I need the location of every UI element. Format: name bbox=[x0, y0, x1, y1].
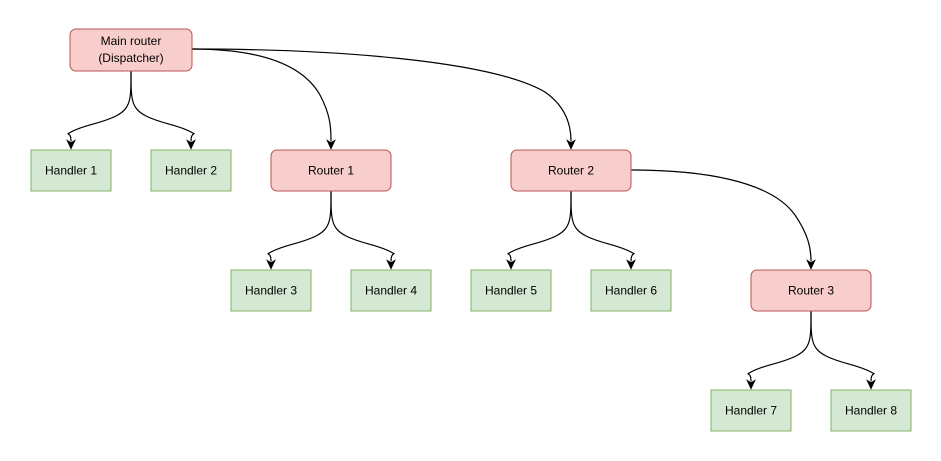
edge-router-3-to-handler-8[interactable] bbox=[810, 310, 876, 390]
handler-box bbox=[230, 269, 312, 312]
node-handler-8[interactable]: Handler 8 bbox=[830, 389, 912, 432]
arrow-head-icon bbox=[186, 139, 196, 150]
handler-box bbox=[350, 269, 432, 312]
handler-box bbox=[710, 389, 792, 432]
node-label: Handler 1 bbox=[45, 164, 97, 178]
edge-line bbox=[191, 48, 572, 142]
arrow-head-icon bbox=[66, 139, 76, 150]
handler-box bbox=[150, 149, 232, 192]
edge-line bbox=[507, 190, 572, 262]
edge-main-router-to-handler-1[interactable] bbox=[66, 70, 132, 150]
node-label: Router 3 bbox=[788, 284, 834, 298]
edge-line bbox=[191, 48, 332, 142]
node-label: Handler 5 bbox=[485, 284, 537, 298]
node-handler-3[interactable]: Handler 3 bbox=[230, 269, 312, 312]
arrow-head-icon bbox=[806, 259, 816, 270]
handler-box bbox=[470, 269, 552, 312]
edge-router-1-to-handler-4[interactable] bbox=[330, 190, 396, 270]
edge-main-router-to-handler-2[interactable] bbox=[130, 70, 196, 150]
node-label: Handler 3 bbox=[245, 284, 297, 298]
edge-router-3-to-handler-7[interactable] bbox=[746, 310, 812, 390]
node-main-router[interactable]: Main router (Dispatcher) bbox=[69, 28, 193, 72]
node-label: Handler 8 bbox=[845, 404, 897, 418]
router-box bbox=[69, 28, 193, 72]
node-label: Handler 7 bbox=[725, 404, 777, 418]
edge-main-router-to-router-1[interactable] bbox=[191, 48, 336, 150]
arrow-head-icon bbox=[326, 139, 336, 150]
handler-box bbox=[830, 389, 912, 432]
edge-router-1-to-handler-3[interactable] bbox=[266, 190, 332, 270]
router-box bbox=[750, 269, 872, 312]
arrow-head-icon bbox=[746, 379, 756, 390]
node-label: Handler 4 bbox=[365, 284, 417, 298]
edge-router-2-to-handler-6[interactable] bbox=[570, 190, 636, 270]
edges-layer bbox=[66, 48, 876, 390]
edge-main-router-to-router-2[interactable] bbox=[191, 48, 576, 150]
router-box bbox=[510, 149, 632, 192]
node-label-line2: (Dispatcher) bbox=[98, 51, 163, 65]
node-label: Handler 2 bbox=[165, 164, 217, 178]
node-handler-6[interactable]: Handler 6 bbox=[590, 269, 672, 312]
arrow-head-icon bbox=[506, 259, 516, 270]
node-router-2[interactable]: Router 2 bbox=[510, 149, 632, 192]
node-label-line1: Main router bbox=[101, 34, 162, 48]
node-handler-5[interactable]: Handler 5 bbox=[470, 269, 552, 312]
arrow-head-icon bbox=[266, 259, 276, 270]
handler-box bbox=[590, 269, 672, 312]
edge-router-2-to-handler-5[interactable] bbox=[506, 190, 572, 270]
node-label: Router 2 bbox=[548, 164, 594, 178]
edge-line bbox=[810, 310, 875, 382]
arrow-head-icon bbox=[626, 259, 636, 270]
edge-line bbox=[747, 310, 812, 382]
edge-line bbox=[130, 70, 195, 142]
arrow-head-icon bbox=[866, 379, 876, 390]
edge-line bbox=[330, 190, 395, 262]
edge-router-2-to-router-3[interactable] bbox=[630, 169, 816, 270]
node-handler-7[interactable]: Handler 7 bbox=[710, 389, 792, 432]
node-label: Router 1 bbox=[308, 164, 354, 178]
node-handler-1[interactable]: Handler 1 bbox=[30, 149, 112, 192]
arrow-head-icon bbox=[566, 139, 576, 150]
node-handler-4[interactable]: Handler 4 bbox=[350, 269, 432, 312]
edge-line bbox=[267, 190, 332, 262]
edge-line bbox=[570, 190, 635, 262]
edge-line bbox=[67, 70, 132, 142]
handler-box bbox=[30, 149, 112, 192]
node-router-1[interactable]: Router 1 bbox=[270, 149, 392, 192]
node-handler-2[interactable]: Handler 2 bbox=[150, 149, 232, 192]
router-box bbox=[270, 149, 392, 192]
node-label: Handler 6 bbox=[605, 284, 657, 298]
node-router-3[interactable]: Router 3 bbox=[750, 269, 872, 312]
edge-line bbox=[630, 169, 812, 262]
nodes-layer: Main router (Dispatcher) Handler 1 Handler … bbox=[30, 28, 912, 432]
arrow-head-icon bbox=[386, 259, 396, 270]
